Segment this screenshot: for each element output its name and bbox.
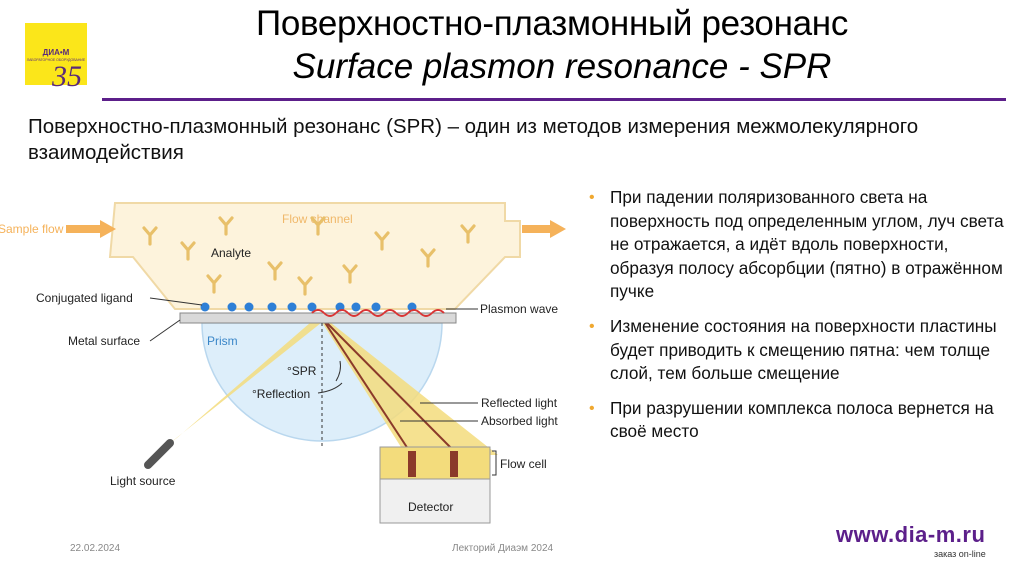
bullet-list: • При падении поляризованного света на по… [589, 186, 1009, 455]
plasmon-wave [311, 309, 445, 317]
light-source-label: Light source [110, 474, 176, 488]
spr-angle-label: °SPR [287, 364, 317, 378]
footer-date: 22.02.2024 [70, 543, 121, 554]
bullet-icon: • [589, 189, 595, 206]
conjugated-ligand-label: Conjugated ligand [36, 291, 133, 305]
logo-tagline: ЛАБОРАТОРНОЕ ОБОРУДОВАНИЕ [26, 58, 86, 62]
detector-label: Detector [408, 500, 453, 514]
company-logo: ДИА•М ЛАБОРАТОРНОЕ ОБОРУДОВАНИЕ [25, 23, 87, 85]
slide-subtitle: Поверхностно-плазмонный резонанс (SPR) –… [28, 115, 919, 164]
brand-subtitle: заказ on-line [934, 549, 986, 559]
plasmon-wave-label: Plasmon wave [480, 302, 558, 316]
footer-event: Лекторий Диаэм 2024 [452, 543, 554, 554]
sample-flow-label: Sample flow [0, 222, 64, 236]
incident-beam [165, 316, 326, 447]
title-russian: Поверхностно-плазмонный резонанс [255, 4, 849, 43]
analyte-label: Analyte [211, 246, 251, 260]
reflected-light-label: Reflected light [481, 396, 558, 410]
bullet-text: При разрушении комплекса полоса вернется… [610, 397, 994, 442]
bullet-text: При падении поляризованного света на пов… [610, 187, 1004, 302]
flow-channel-label: Flow channel [282, 212, 353, 226]
spr-diagram: Sample flow Flow channel Analyte Conjuga… [0, 202, 566, 524]
flow-cell [379, 446, 491, 480]
reflection-angle-label: °Reflection [252, 387, 310, 401]
title-divider [102, 98, 1006, 101]
bullet-item: • Изменение состояния на поверхности плас… [589, 315, 1009, 386]
detector [379, 478, 491, 524]
brand-url[interactable]: www.dia-m.ru [836, 522, 986, 547]
metal-surface-label: Metal surface [68, 334, 140, 348]
title-english: Surface plasmon resonance - SPR [292, 47, 832, 86]
reflected-beam [318, 316, 498, 455]
bullet-icon: • [589, 317, 595, 335]
prism-label: Prism [207, 334, 238, 348]
logo-name: ДИА•М [42, 48, 70, 57]
metal-surface [179, 312, 457, 324]
logo-years: 35 [52, 60, 82, 93]
absorbed-light-label: Absorbed light [481, 414, 558, 428]
bullet-text: Изменение состояния на поверхности пласт… [610, 315, 997, 384]
bullet-item: • При разрушении комплекса полоса вернетс… [589, 397, 1009, 444]
flow-cell-label: Flow cell [500, 457, 547, 471]
bullet-item: • При падении поляризованного света на по… [589, 186, 1009, 304]
light-source [144, 439, 174, 469]
bullet-icon: • [589, 399, 595, 417]
